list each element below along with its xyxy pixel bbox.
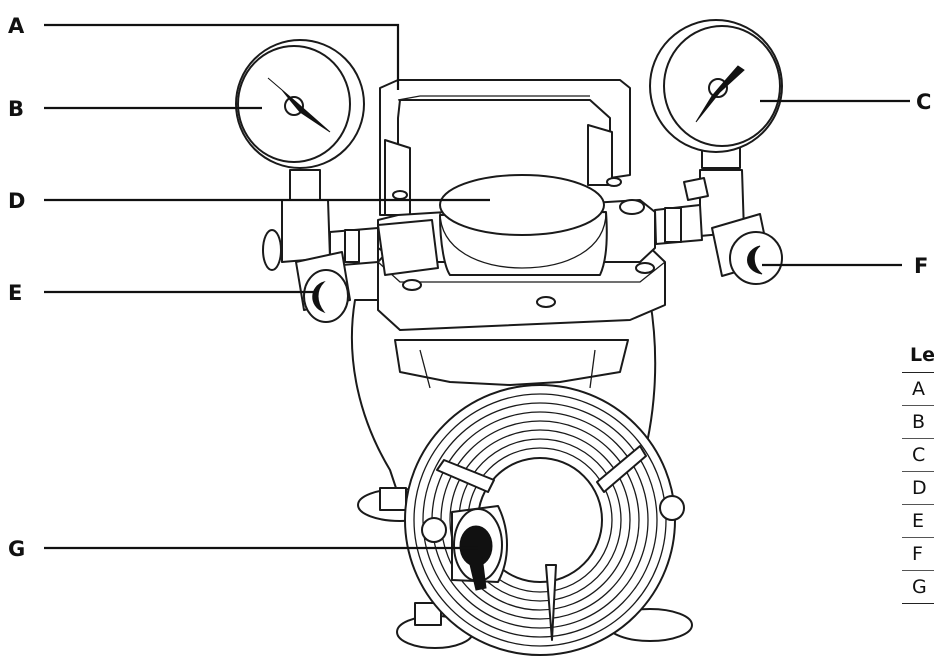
callout-c: C [916, 90, 931, 114]
legend-cell: F [902, 537, 934, 571]
right-valve-knob [711, 213, 783, 285]
cooling-coil [404, 384, 685, 656]
legend-row: G [902, 570, 934, 604]
legend-cell: B [902, 405, 934, 439]
callout-a: A [8, 14, 25, 38]
leader-lines [44, 23, 910, 550]
legend-cell: C [902, 438, 934, 472]
legend-row: C [902, 438, 934, 472]
left-valve-knob [295, 251, 351, 323]
right-pressure-gauge [649, 19, 783, 153]
legend-row: A [902, 372, 934, 406]
legend-cell: A [902, 372, 934, 406]
legend-header: Le [902, 340, 934, 373]
callout-e: E [8, 281, 22, 305]
legend-row: B [902, 405, 934, 439]
legend-cell: E [902, 504, 934, 538]
callout-labels: A B C D E F G [8, 14, 931, 561]
legend-row: D [902, 471, 934, 505]
power-switch [451, 505, 508, 591]
callout-b: B [8, 97, 24, 121]
legend-table: Le A B C D E F G [902, 340, 934, 604]
callout-f: F [914, 254, 928, 278]
legend-cell: D [902, 471, 934, 505]
pump-illustration [235, 19, 783, 656]
callout-d: D [8, 189, 25, 213]
left-pressure-gauge [235, 39, 365, 169]
legend-cell: G [902, 570, 934, 604]
legend-row: F [902, 537, 934, 571]
legend-row: E [902, 504, 934, 538]
head-cover [439, 174, 608, 276]
callout-g: G [8, 537, 25, 561]
